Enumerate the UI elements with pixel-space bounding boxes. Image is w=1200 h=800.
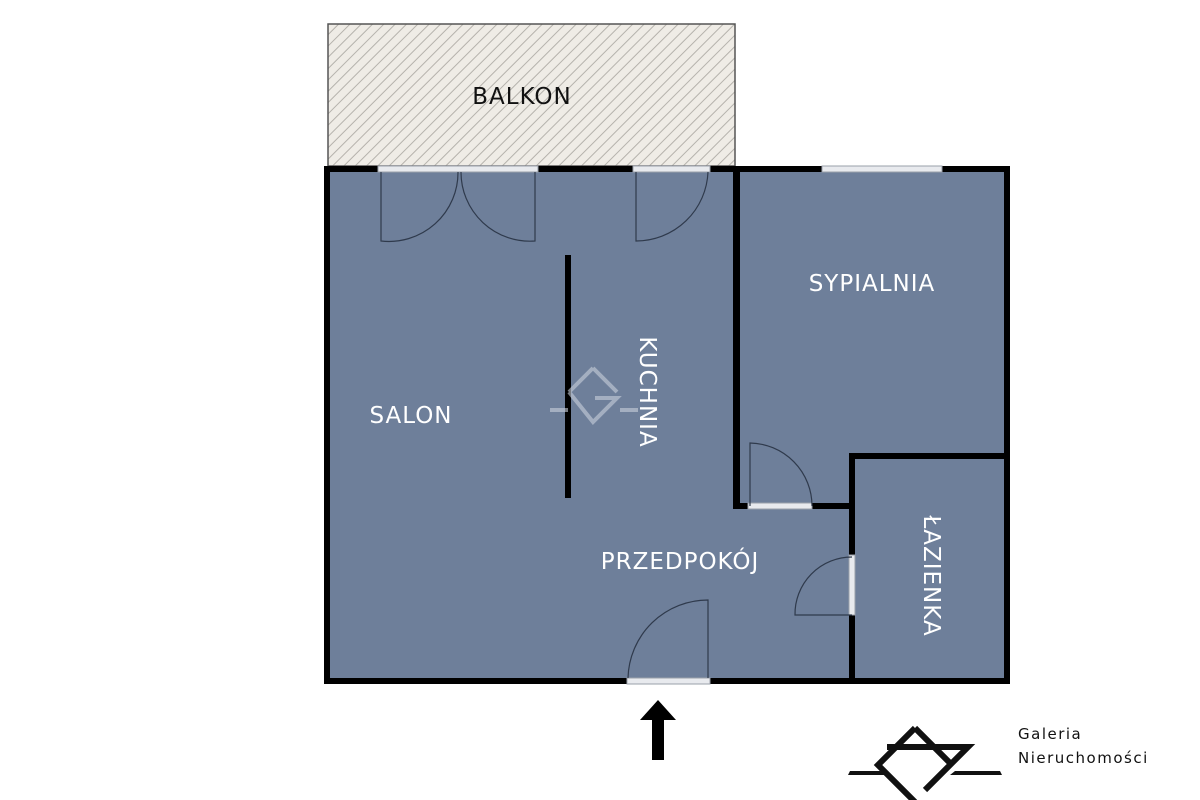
room-label-living-room: SALON [369,403,452,429]
walls [324,166,1010,684]
room-label-balcony: BALKON [472,84,571,110]
entrance-arrow-icon [640,700,676,760]
balcony-area [327,23,736,167]
logo-line-1: Galeria [1018,725,1082,743]
room-label-kitchen: KUCHNIA [634,336,660,447]
company-logo: Galeria Nieruchomości [848,725,1149,800]
room-label-bathroom: ŁAZIENKA [918,514,944,636]
door-swings [380,171,853,679]
floor-area [327,168,1008,681]
room-label-bedroom: SYPIALNIA [809,271,936,297]
room-label-hallway: PRZEDPOKÓJ [601,547,760,575]
logo-line-2: Nieruchomości [1018,749,1149,767]
watermark-logo [550,366,638,425]
